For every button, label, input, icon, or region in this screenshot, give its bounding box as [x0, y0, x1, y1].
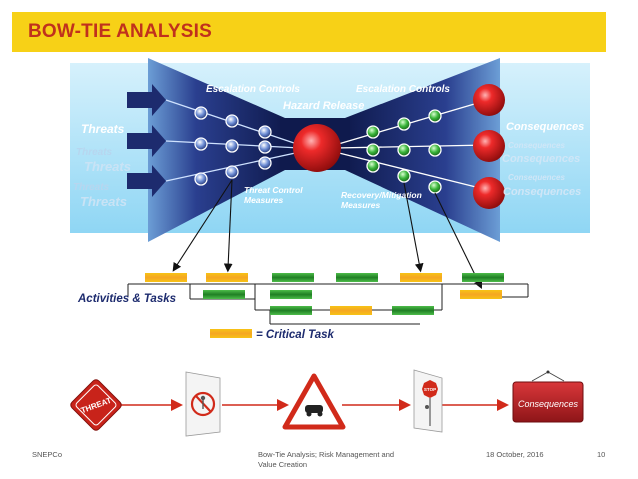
critical-task-bar [206, 273, 248, 282]
threat-arrows [127, 84, 166, 197]
process-row: THREAT STOP [70, 369, 584, 437]
task-bar [270, 290, 312, 299]
consequences-label: Consequences [506, 121, 584, 133]
threats-ghost-label: Threats [80, 194, 127, 209]
critical-task-bar [330, 306, 372, 315]
hazard-ball [293, 124, 341, 172]
threats-ghost-label: Threats [76, 147, 113, 158]
bowtie-right-wing [345, 58, 500, 242]
threats-ghost-label: Threats [73, 182, 110, 193]
consequences-ghost-label: Consequences [503, 186, 581, 198]
consequences-board-text: Consequences [518, 399, 579, 409]
threat-control-barriers [194, 106, 272, 186]
task-bar [336, 273, 378, 282]
warning-triangle-icon [282, 373, 346, 430]
footer-doc-title: Bow-Tie Analysis; Risk Management and Va… [258, 450, 395, 469]
footer-company: SNEPCo [32, 450, 63, 459]
threat-control-label-line2: Measures [244, 195, 283, 205]
critical-task-bar [460, 290, 502, 299]
threat-sign-icon: THREAT [70, 379, 122, 431]
consequence-balls [473, 84, 505, 209]
threat-control-label-line1: Threat Control [244, 185, 303, 195]
title-bar [12, 12, 606, 52]
stop-sign-card-icon: STOP [413, 369, 443, 433]
footer-date: 18 October, 2016 [486, 450, 544, 459]
slide-title: BOW-TIE ANALYSIS [28, 21, 213, 42]
recovery-label-line1: Recovery/Mitigation [341, 190, 422, 200]
consequences-ghost-label: Consequences [502, 153, 580, 165]
footer-page-number: 10 [597, 450, 606, 459]
prohibition-card-icon [185, 371, 221, 437]
task-bar [392, 306, 434, 315]
activities-tasks-label: Activities & Tasks [77, 293, 176, 305]
critical-task-legend-swatch [210, 329, 252, 338]
critical-task-bar [145, 273, 187, 282]
consequences-board-icon: Consequences [512, 370, 584, 423]
threats-ghost-label: Threats [84, 159, 131, 174]
critical-task-bar [400, 273, 442, 282]
task-bar [270, 306, 312, 315]
task-bar [462, 273, 504, 282]
escalation-controls-right-label: Escalation Controls [356, 84, 450, 95]
critical-task-legend-label: = Critical Task [256, 329, 334, 341]
hazard-release-label: Hazard Release [283, 100, 364, 112]
pointer-arrows [172, 179, 483, 289]
threats-label: Threats [81, 122, 125, 136]
recovery-barriers [366, 109, 442, 194]
consequences-ghost-label: Consequences [508, 173, 565, 182]
task-bars [145, 273, 504, 338]
stop-sign-text: STOP [424, 387, 436, 392]
consequence-lines [334, 99, 489, 191]
bowtie-left-wing [148, 58, 285, 242]
task-bar [203, 290, 245, 299]
task-bar [272, 273, 314, 282]
consequences-ghost-label: Consequences [508, 141, 565, 150]
escalation-controls-left-label: Escalation Controls [206, 84, 300, 95]
recovery-label-line2: Measures [341, 200, 380, 210]
